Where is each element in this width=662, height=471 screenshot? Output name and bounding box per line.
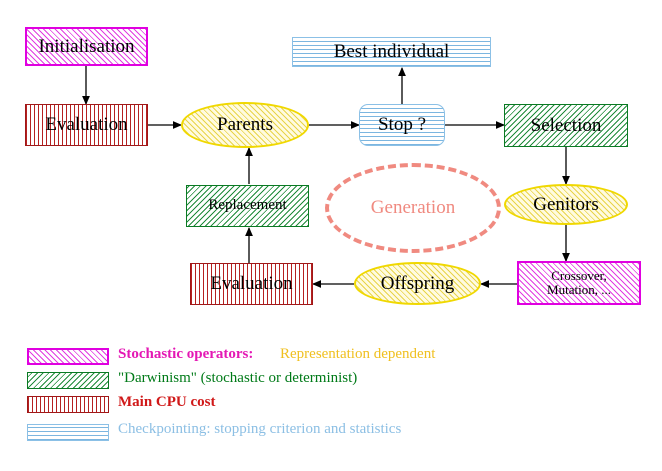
legend-label-checkpointing: Checkpointing: stopping criterion and st… [118,421,402,437]
node-genitors[interactable]: Genitors [504,184,628,225]
node-initialisation[interactable]: Initialisation [25,27,148,66]
legend-label-representation: Representation dependent [280,346,436,362]
node-best-individual[interactable]: Best individual [292,37,491,67]
legend-swatch-checkpointing [27,424,109,441]
legend-swatch-cpu-cost [27,396,109,413]
node-evaluation-top[interactable]: Evaluation [25,104,148,146]
legend-swatch-stochastic [27,348,109,365]
legend-label-cpu-cost: Main CPU cost [118,394,216,410]
legend-swatch-darwinism [27,372,109,389]
node-crossover-mutation[interactable]: Crossover, Mutation, ... [517,261,641,305]
node-generation: Generation [325,163,501,253]
legend-label-stochastic: Stochastic operators: [118,346,254,362]
node-stop[interactable]: Stop ? [359,104,445,146]
node-evaluation-bottom[interactable]: Evaluation [190,263,313,305]
legend-label-darwinism: "Darwinism" (stochastic or determinist) [118,370,358,386]
node-replacement[interactable]: Replacement [186,185,309,227]
node-selection[interactable]: Selection [504,104,628,147]
node-parents[interactable]: Parents [181,102,309,148]
node-offspring[interactable]: Offspring [354,262,481,305]
